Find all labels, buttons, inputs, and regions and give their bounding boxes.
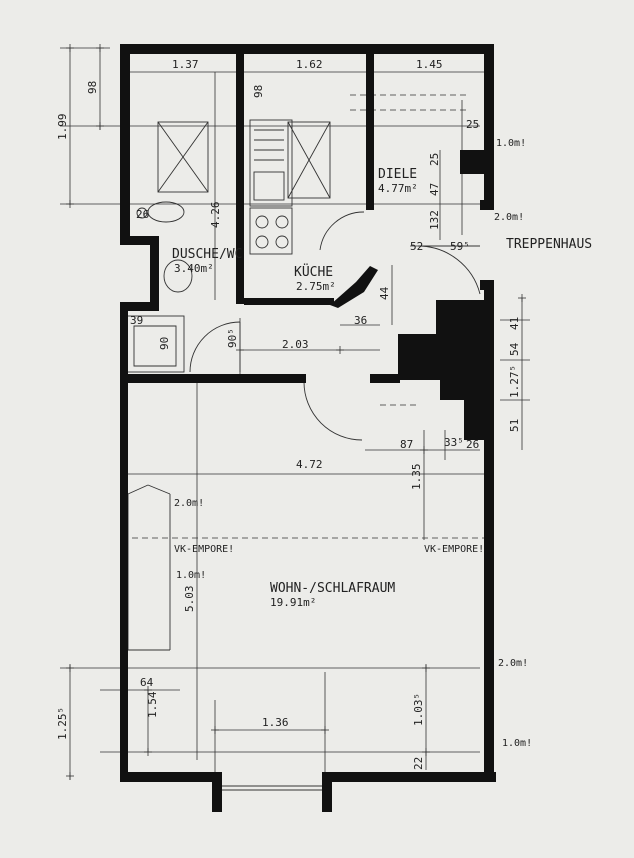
fixtures: [125, 119, 481, 791]
label-vk-empore-left: VK-EMPORE!: [174, 544, 234, 555]
dim-r-41: 41: [508, 317, 521, 330]
tick-marks: [66, 44, 526, 780]
room-labels: DUSCHE/WC 3.40m² KÜCHE 2.75m² DIELE 4.77…: [172, 167, 592, 609]
dim-r-51: 51: [508, 419, 521, 432]
room-name-wohn: WOHN-/SCHLAFRAUM: [270, 581, 395, 596]
dim-132: 132: [428, 210, 441, 230]
dim-52: 52: [410, 240, 423, 253]
dim-26b: 26: [466, 438, 479, 451]
height-labels: 2.0m! VK-EMPORE! 1.0m! VK-EMPORE! 1.0m! …: [174, 138, 532, 749]
dim-36: 36: [354, 314, 367, 327]
dimension-values: 1.37 1.62 1.45 1.99 98 98 25 25 47 132 5…: [56, 58, 521, 770]
dimension-lines: [60, 47, 530, 780]
dim-r-54: 54: [508, 342, 521, 356]
room-area-kueche: 2.75m²: [296, 280, 336, 293]
label-vk-empore-right: VK-EMPORE!: [424, 544, 484, 555]
dim-r-1275: 1.27⁵: [508, 365, 521, 398]
dim-44: 44: [378, 286, 391, 300]
dim-22: 22: [412, 757, 425, 770]
dim-472: 4.72: [296, 458, 323, 471]
room-area-diele: 4.77m²: [378, 182, 418, 195]
dim-1035: 1.03⁵: [412, 693, 425, 726]
room-name-dusche: DUSCHE/WC: [172, 247, 242, 262]
dim-left-98: 98: [86, 81, 99, 94]
room-area-dusche: 3.40m²: [174, 262, 214, 275]
dim-25b: 25: [428, 153, 441, 166]
label-2m-top: 2.0m!: [494, 212, 524, 223]
label-2m-a: 2.0m!: [174, 498, 204, 509]
ladder: [127, 484, 171, 651]
dim-905: 90⁵: [226, 328, 239, 348]
dim-136: 1.36: [262, 716, 289, 729]
dim-90: 90: [158, 337, 171, 350]
room-area-wohn: 19.91m²: [270, 596, 316, 609]
dim-87: 87: [400, 438, 413, 451]
dim-203: 2.03: [282, 338, 309, 351]
label-1m-top: 1.0m!: [496, 138, 526, 149]
dim-64: 64: [140, 676, 154, 689]
dim-154: 1.54: [146, 691, 159, 718]
dim-top-145: 1.45: [416, 58, 443, 71]
dim-left-199: 1.99: [56, 114, 69, 141]
dim-top-162: 1.62: [296, 58, 323, 71]
dim-335: 33⁵: [444, 436, 464, 449]
dim-426: 4.26: [209, 202, 222, 229]
walls: [120, 44, 496, 812]
dim-595: 59⁵: [450, 240, 470, 253]
room-name-treppenhaus: TREPPENHAUS: [506, 237, 592, 252]
dim-26: 26: [136, 208, 149, 221]
label-1m-a: 1.0m!: [176, 570, 206, 581]
label-2m-right: 2.0m!: [498, 658, 528, 669]
dim-503: 5.03: [183, 586, 196, 613]
dim-47: 47: [428, 183, 441, 196]
room-name-kueche: KÜCHE: [294, 263, 333, 280]
dim-25: 25: [466, 118, 479, 131]
dim-135: 1.35: [410, 464, 423, 491]
dim-1255: 1.25⁵: [56, 707, 69, 740]
dim-top-137: 1.37: [172, 58, 199, 71]
room-name-diele: DIELE: [378, 167, 417, 182]
label-1m-right: 1.0m!: [502, 738, 532, 749]
dim-kitchen-98: 98: [252, 85, 265, 98]
dim-39: 39: [130, 314, 143, 327]
